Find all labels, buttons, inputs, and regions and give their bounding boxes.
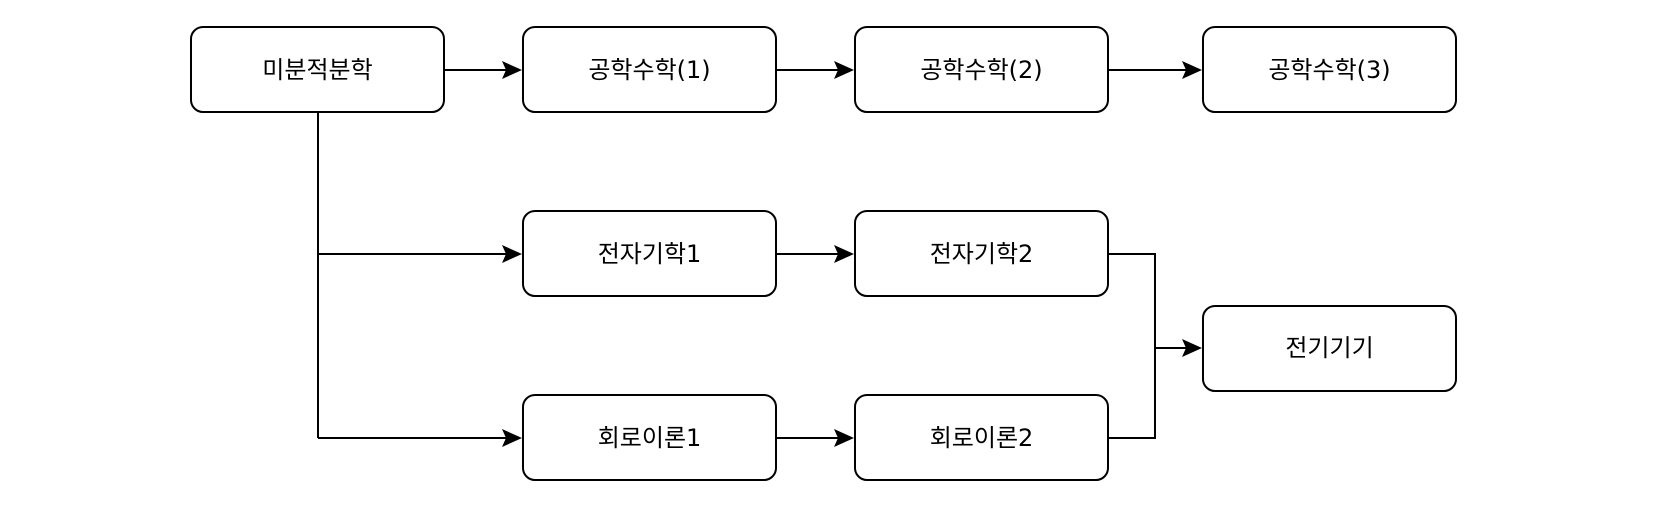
arrowhead-electromagnetics-2 [834, 245, 854, 263]
node-label: 회로이론2 [930, 424, 1034, 452]
node-electromagnetics-2[interactable]: 전자기학2 [854, 210, 1109, 297]
node-electromagnetics-1[interactable]: 전자기학1 [522, 210, 777, 297]
node-label: 회로이론1 [598, 424, 702, 452]
nodes: 미분적분학 공학수학(1) 공학수학(2) 공학수학(3) 전자기학1 전자기학… [190, 26, 1457, 481]
node-eng-math-2[interactable]: 공학수학(2) [854, 26, 1109, 113]
arrowhead-eng-math-2 [834, 61, 854, 79]
node-circuit-theory-1[interactable]: 회로이론1 [522, 394, 777, 481]
node-eng-math-3[interactable]: 공학수학(3) [1202, 26, 1457, 113]
edge-circuit-theory-2-to-electric-machines [1108, 348, 1156, 439]
node-label: 미분적분학 [262, 56, 372, 84]
node-label: 전자기학1 [598, 240, 702, 268]
node-label: 공학수학(1) [588, 56, 710, 84]
node-label: 공학수학(2) [920, 56, 1042, 84]
node-label: 전자기학2 [930, 240, 1034, 268]
node-label: 공학수학(3) [1268, 56, 1390, 84]
arrowhead-electromagnetics-1 [502, 245, 522, 263]
node-label: 전기기기 [1285, 334, 1373, 362]
arrowhead-circuit-theory-2 [834, 429, 854, 447]
arrowhead-circuit-theory-1 [502, 429, 522, 447]
node-electric-machines[interactable]: 전기기기 [1202, 305, 1457, 392]
node-eng-math-1[interactable]: 공학수학(1) [522, 26, 777, 113]
arrowhead-electric-machines [1182, 339, 1202, 357]
edges [317, 61, 1202, 447]
edge-electromagnetics-2-to-electric-machines [1108, 253, 1188, 349]
node-circuit-theory-2[interactable]: 회로이론2 [854, 394, 1109, 481]
arrowhead-eng-math-3 [1182, 61, 1202, 79]
node-calculus[interactable]: 미분적분학 [190, 26, 445, 113]
arrowhead-eng-math-1 [502, 61, 522, 79]
